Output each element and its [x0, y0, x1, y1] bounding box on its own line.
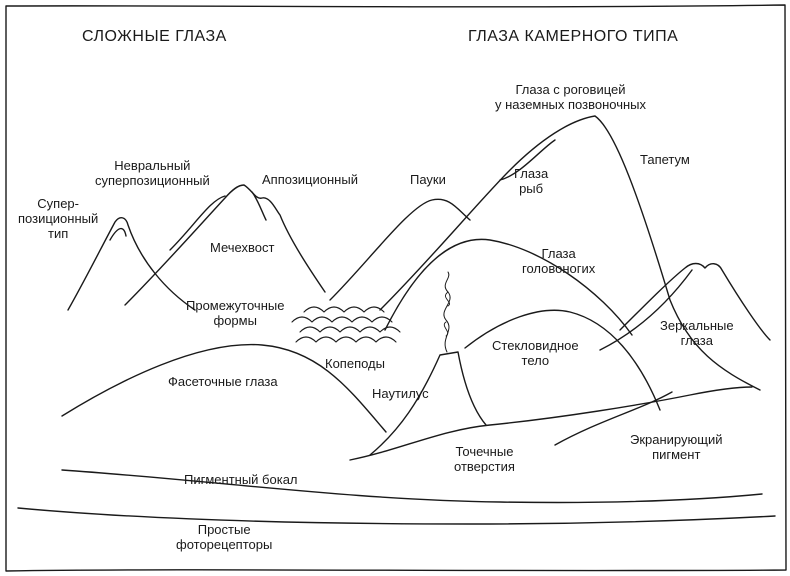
label-mirror-eyes: Зеркальные глаза: [660, 318, 734, 348]
nautilus-volcano: [369, 351, 487, 456]
label-copepods: Копеподы: [325, 356, 385, 371]
label-pigment-cup: Пигментный бокал: [184, 472, 298, 487]
superposition-peak: [67, 217, 196, 311]
label-apposition: Аппозиционный: [262, 172, 358, 187]
apposition-peak-ridge: [251, 191, 267, 221]
simple-photoreceptors-layer: [17, 507, 776, 525]
copepod-scales: [291, 306, 401, 343]
label-neural-superposition: Невральный суперпозиционный: [95, 158, 210, 188]
label-nautilus: Наутилус: [372, 386, 429, 401]
label-horseshoe-crab: Мечехвост: [210, 240, 275, 255]
facet-eyes-hill: [61, 343, 387, 433]
label-superposition-type: Супер- позиционный тип: [18, 196, 99, 241]
spiders-hill: [329, 198, 471, 301]
label-intermediate-forms: Промежуточные формы: [186, 298, 285, 328]
nautilus-smoke-curl: [443, 291, 450, 337]
vitreous-hill: [464, 309, 661, 411]
superposition-peak-inner: [109, 227, 127, 241]
fish-eyes-ridge: [499, 139, 556, 181]
screening-pigment-hill: [554, 391, 673, 446]
fish-eyes-hill: [379, 115, 761, 391]
cephalopod-hill: [384, 238, 633, 336]
apposition-peak-inner: [169, 195, 226, 251]
label-simple-photoreceptors: Простые фоторецепторы: [176, 522, 273, 552]
apposition-peak: [124, 184, 326, 306]
label-fish-eyes: Глаза рыб: [514, 166, 549, 196]
nautilus-smoke: [443, 271, 451, 353]
heading-camera-eyes: ГЛАЗА КАМЕРНОГО ТИПА: [468, 28, 679, 45]
label-screening-pigment: Экранирующий пигмент: [630, 432, 723, 462]
pigment-cup-layer: [61, 469, 763, 504]
label-spiders: Пауки: [410, 172, 446, 187]
label-facet-eyes: Фасеточные глаза: [168, 374, 278, 389]
heading-compound-eyes: СЛОЖНЫЕ ГЛАЗА: [82, 28, 227, 45]
label-pinholes: Точечные отверстия: [454, 444, 515, 474]
mirror-eyes-hill: [619, 262, 771, 341]
label-tapetum: Тапетум: [640, 152, 690, 167]
label-vitreous-body: Стекловидное тело: [492, 338, 579, 368]
pinholes-hill: [349, 386, 753, 461]
label-cephalopod-eyes: Глаза головоногих: [522, 246, 596, 276]
frame-border: [5, 4, 787, 572]
mirror-eyes-ridge: [599, 269, 693, 351]
label-cornea-land: Глаза с роговицей у наземных позвоночных: [495, 82, 646, 112]
